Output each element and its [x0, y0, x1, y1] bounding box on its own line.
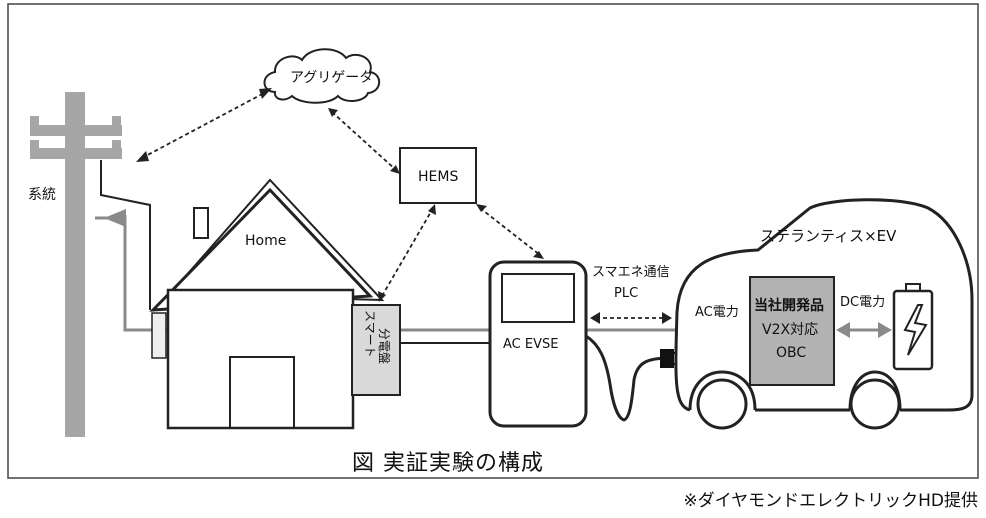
smart-panel	[351, 304, 401, 396]
diagram-frame	[7, 3, 979, 479]
comm-arrowheads	[136, 88, 672, 324]
grid-service-wire	[100, 160, 151, 310]
chimney	[193, 207, 209, 239]
home-label: Home	[245, 233, 286, 249]
ev-title: ステランティス×EV	[760, 227, 897, 245]
evse-screen	[501, 273, 575, 323]
evse-label: AC EVSE	[503, 337, 558, 352]
dc-power-label: DC電力	[840, 295, 885, 310]
grid-label: 系統	[28, 187, 56, 203]
home-house	[149, 178, 385, 430]
hems-box	[399, 147, 477, 204]
charging-cable	[585, 334, 671, 422]
smart-panel-label-1: スマート	[363, 310, 377, 358]
aggregator-cloud	[263, 48, 381, 104]
obc-label-1: 当社開発品	[754, 297, 824, 314]
obc-label-2: V2X対応	[762, 322, 818, 338]
utility-pole	[30, 92, 122, 437]
figure-caption: 図 実証実験の構成	[352, 451, 544, 476]
battery-icon	[892, 283, 934, 371]
comm-label-1: スマエネ通信	[592, 265, 670, 280]
image-credit: ※ダイヤモンドエレクトリックHD提供	[683, 491, 978, 511]
ev-wheel-rear	[849, 378, 901, 430]
meter-box	[151, 312, 167, 359]
power-line	[123, 215, 605, 332]
ac-power-label: AC電力	[695, 305, 739, 320]
charging-plug	[660, 349, 674, 368]
hems-label: HEMS	[418, 169, 458, 185]
obc-label-3: OBC	[776, 345, 806, 361]
obc-box	[749, 276, 835, 386]
aggregator-label: アグリゲータ	[290, 70, 373, 86]
ev-wheel-front	[696, 378, 748, 430]
comm-label-2: PLC	[614, 286, 638, 301]
comm-links	[141, 91, 666, 319]
lightning-icon	[903, 304, 928, 356]
smart-panel-label-2: 分電盤	[377, 328, 391, 364]
